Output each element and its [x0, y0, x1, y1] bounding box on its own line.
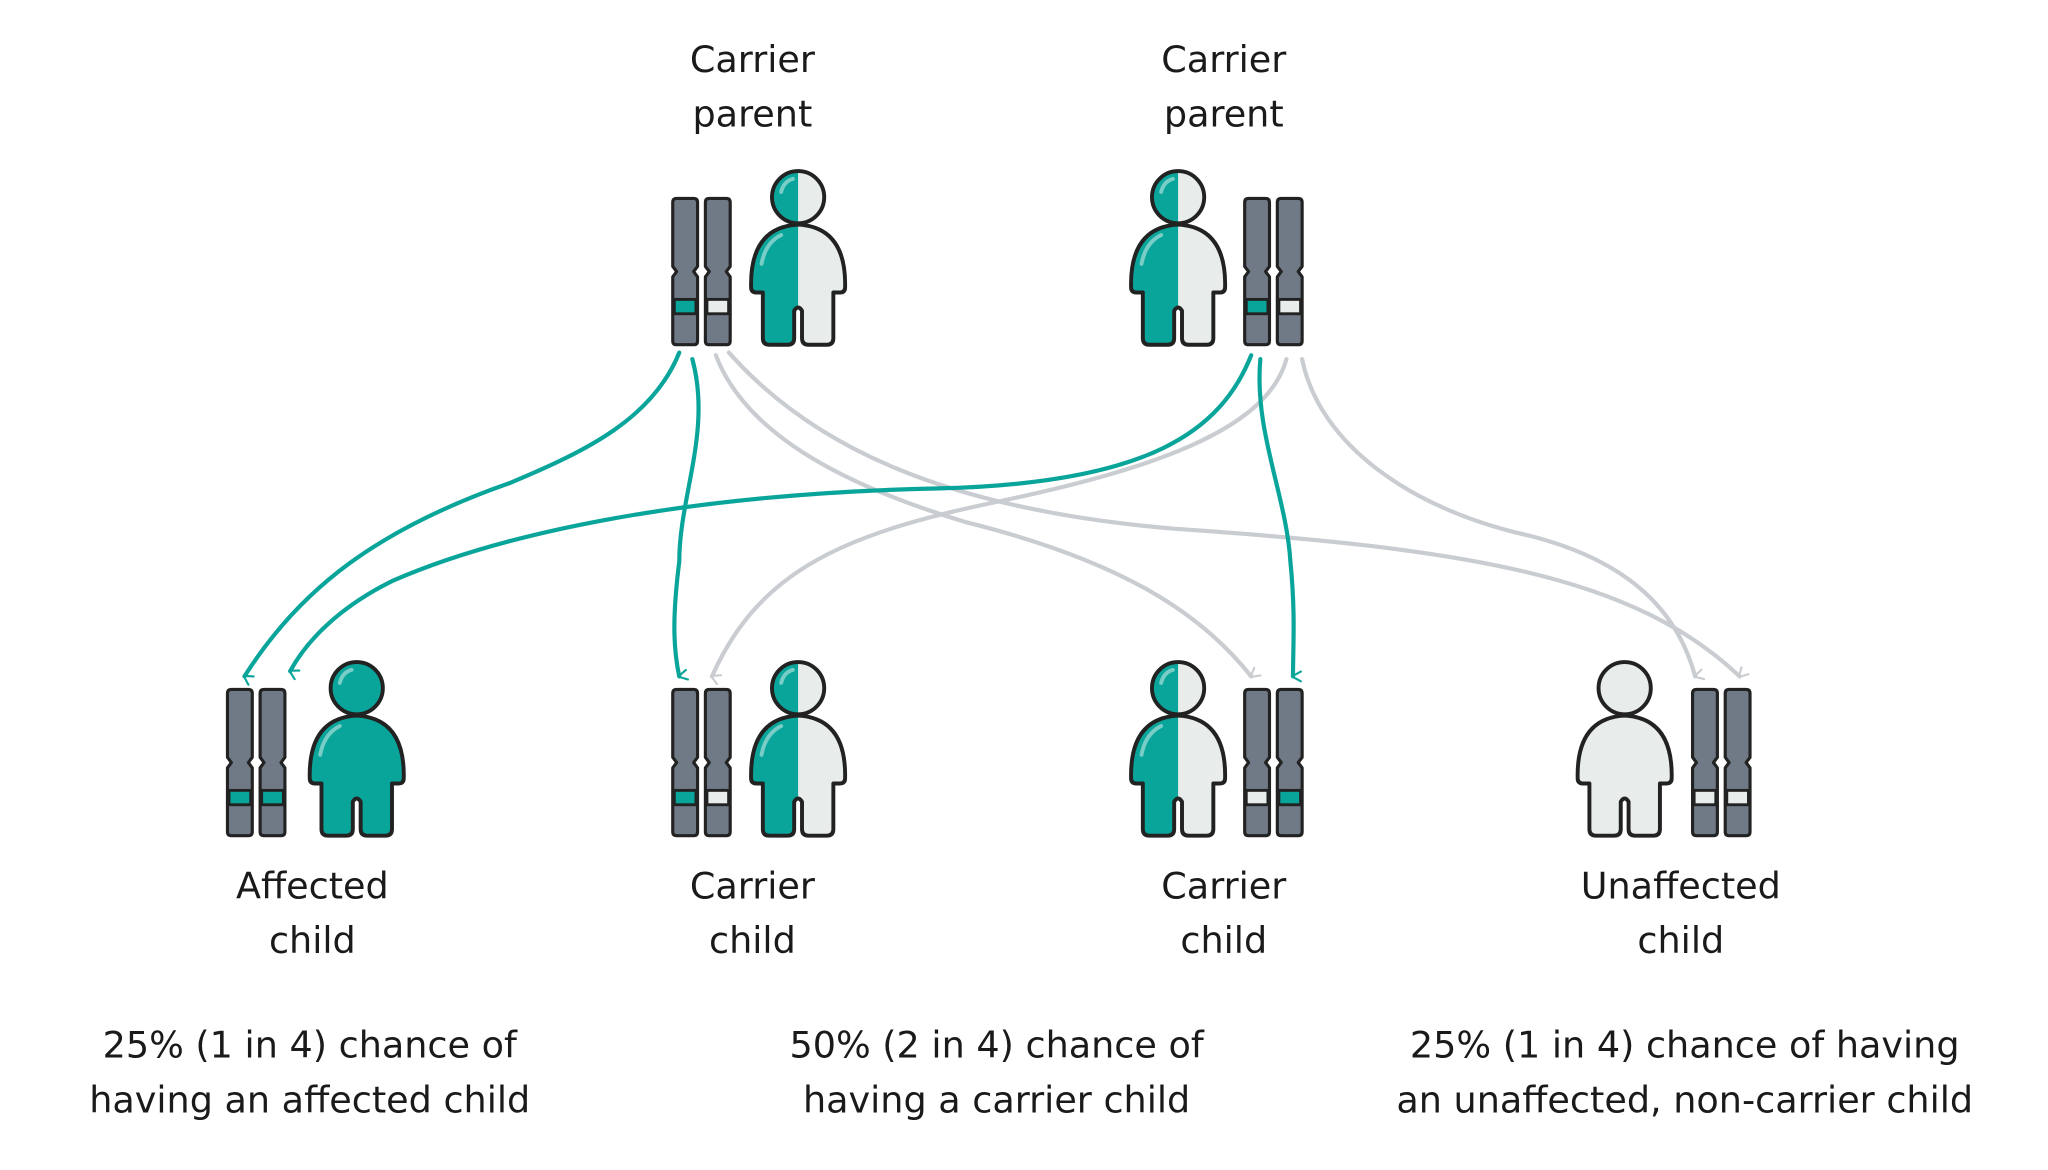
chromosome-2	[1275, 196, 1304, 347]
chromosome-1	[1691, 687, 1719, 838]
chromosome-1	[1243, 196, 1272, 347]
outcome-carrier-line2: having a carrier child	[803, 1079, 1190, 1122]
parent-1	[671, 169, 848, 347]
outcome-affected-line2: having an affected child	[89, 1079, 530, 1122]
child-1-label: Affected child	[236, 864, 389, 962]
child-2-label: Carrier child	[690, 864, 816, 962]
person-head	[330, 662, 383, 715]
parent-1-label-line1: Carrier	[690, 38, 816, 81]
inheritance-arrow-grey-3	[709, 357, 1289, 676]
carrier-person-icon	[1129, 660, 1228, 838]
inheritance-arrow-grey-2	[726, 350, 1740, 679]
chromosome-2	[1275, 687, 1304, 838]
allele-band	[672, 297, 698, 316]
chromosome-1	[671, 687, 700, 838]
outcome-affected: 25% (1 in 4) chance of having an affecte…	[89, 1024, 530, 1122]
figures	[225, 169, 1752, 838]
inheritance-arrow-grey-4	[1300, 357, 1695, 676]
allele-band	[705, 297, 731, 316]
child-4-label-line1: Unaffected	[1581, 864, 1781, 907]
child-3-label-line2: child	[1180, 919, 1267, 962]
allele-band	[1244, 788, 1270, 807]
child-1-label-line1: Affected	[236, 864, 389, 907]
child-1-affected	[225, 660, 406, 838]
inheritance-arrow-teal-7	[288, 353, 1254, 671]
outcome-carrier: 50% (2 in 4) chance of having a carrier …	[789, 1024, 1204, 1122]
inheritance-arrow-grey-1	[713, 353, 1251, 679]
person-head	[1598, 662, 1651, 715]
child-4-unaffected	[1575, 660, 1752, 838]
chromosome-2	[1723, 687, 1752, 838]
chromosome-1	[671, 196, 700, 347]
child-2-label-line2: child	[709, 919, 796, 962]
parent-2	[1129, 169, 1304, 347]
outcome-unaffected: 25% (1 in 4) chance of having an unaffec…	[1396, 1024, 1973, 1122]
affected-person-icon	[307, 660, 406, 838]
outcome-affected-line1: 25% (1 in 4) chance of	[103, 1024, 518, 1067]
allele-band	[1277, 297, 1303, 316]
child-3-label: Carrier child	[1161, 864, 1287, 962]
parent-1-label-line2: parent	[692, 93, 812, 136]
unaffected-person-icon	[1575, 660, 1674, 838]
chromosome-1	[1243, 687, 1272, 838]
child-4-label-line2: child	[1637, 919, 1724, 962]
inheritance-arrow-teal-6	[672, 357, 701, 676]
person-body	[1577, 715, 1672, 836]
parent-2-label-line2: parent	[1164, 93, 1284, 136]
chromosome-2	[703, 687, 732, 838]
inheritance-arrow-teal-8	[1257, 357, 1293, 676]
allele-band	[1692, 788, 1718, 807]
chromosome-2	[258, 687, 287, 838]
child-1-label-line2: child	[269, 919, 356, 962]
child-4-label: Unaffected child	[1581, 864, 1781, 962]
parent-2-label-line1: Carrier	[1161, 38, 1287, 81]
child-3-label-line1: Carrier	[1161, 864, 1287, 907]
outcome-carrier-line1: 50% (2 in 4) chance of	[789, 1024, 1204, 1067]
allele-band	[1244, 297, 1270, 316]
inheritance-arrows	[242, 350, 1740, 679]
allele-band	[1277, 788, 1303, 807]
carrier-person-icon	[749, 169, 848, 347]
inheritance-arrow-teal-5	[242, 350, 682, 677]
child-2-label-line1: Carrier	[690, 864, 816, 907]
child-3-carrier	[1129, 660, 1304, 838]
child-2-carrier	[671, 660, 848, 838]
chromosome-2	[703, 196, 732, 347]
allele-band	[260, 788, 285, 807]
allele-band	[705, 788, 731, 807]
allele-band	[1725, 788, 1750, 807]
outcome-unaffected-line2: an unaffected, non-carrier child	[1396, 1079, 1973, 1122]
person-body	[309, 715, 404, 836]
allele-band	[227, 788, 253, 807]
carrier-person-icon	[1129, 169, 1228, 347]
allele-band	[672, 788, 698, 807]
outcome-unaffected-line1: 25% (1 in 4) chance of having	[1410, 1024, 1960, 1067]
carrier-person-icon	[749, 660, 848, 838]
parent-1-label: Carrier parent	[690, 38, 816, 136]
parent-2-label: Carrier parent	[1161, 38, 1287, 136]
chromosome-1	[225, 687, 254, 838]
